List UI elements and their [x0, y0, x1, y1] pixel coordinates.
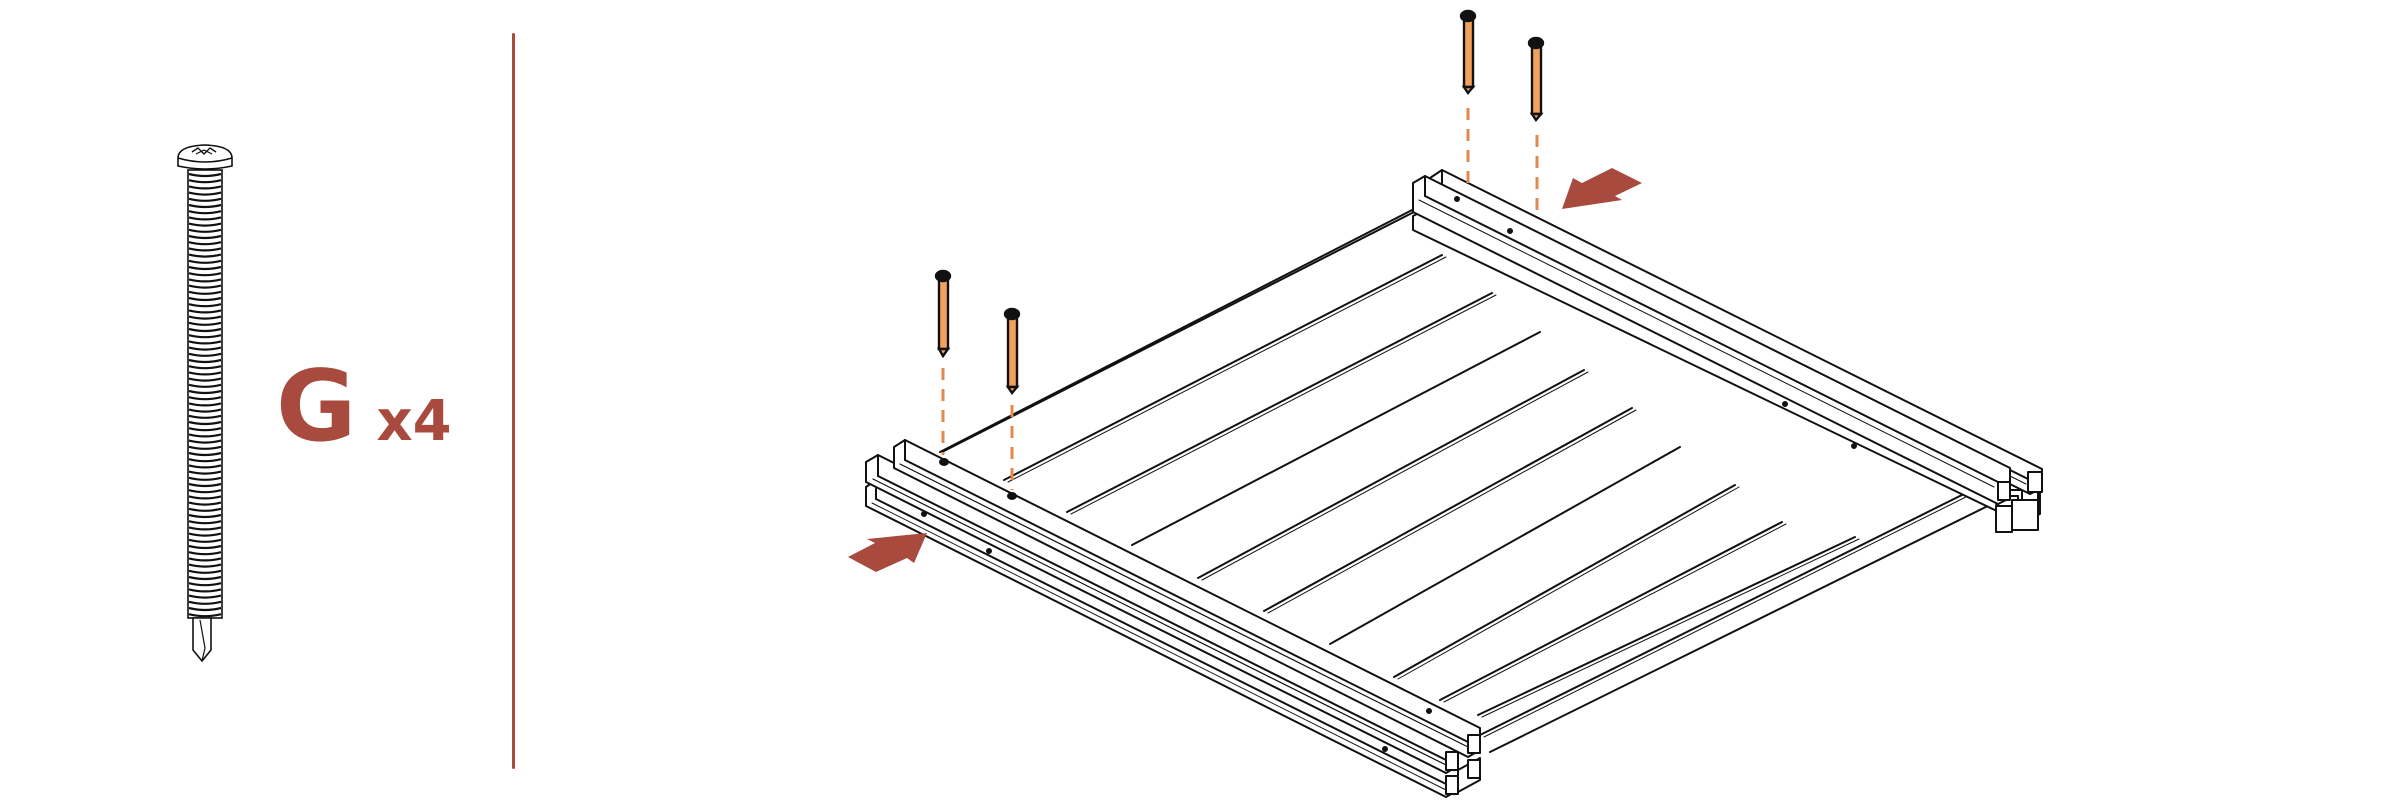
part-quantity: x4 [376, 389, 452, 454]
screws [934, 9, 1545, 396]
front-rail-assembly [865, 439, 1481, 798]
push-arrow-back-right [1562, 168, 1642, 209]
push-arrow-front-left [848, 533, 927, 572]
back-rail-assembly [1412, 169, 2043, 533]
part-letter: G [276, 350, 356, 464]
screw-front-2 [1003, 307, 1021, 396]
screw-guide-lines [941, 108, 1539, 490]
deck-slats [939, 206, 2011, 753]
screw-front-1 [934, 269, 952, 359]
screw-back-1 [1459, 9, 1477, 96]
self-drilling-screw-icon [177, 144, 233, 663]
panel-divider [512, 33, 515, 769]
screw-back-2 [1527, 36, 1545, 123]
